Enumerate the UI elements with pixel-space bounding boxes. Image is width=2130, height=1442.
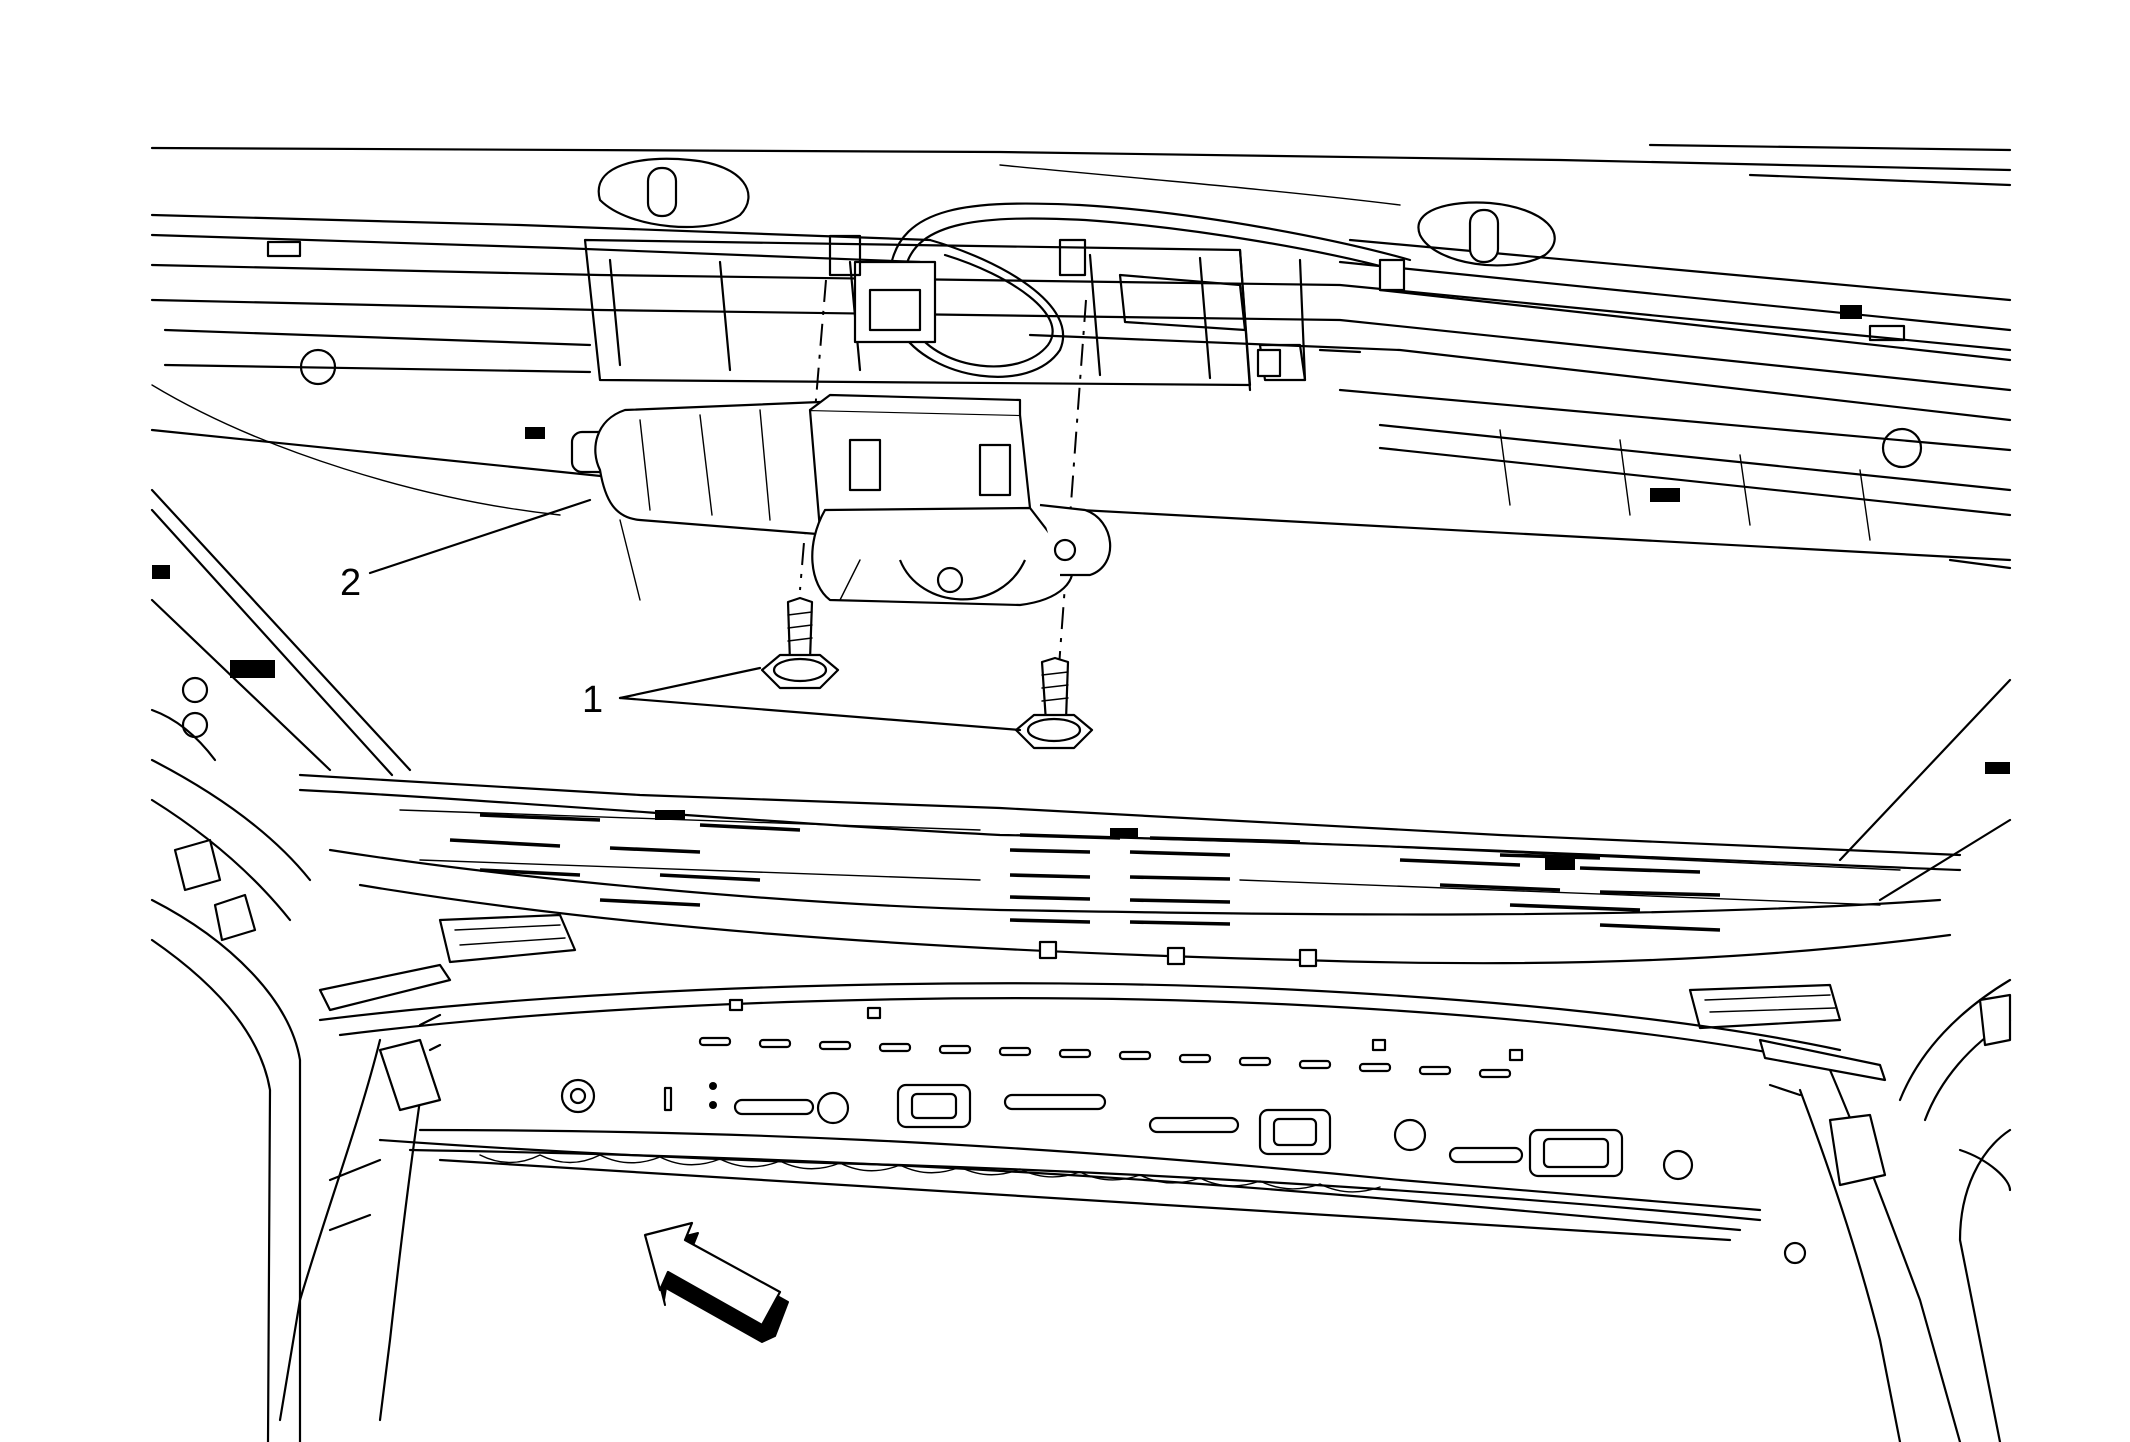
callout-label-2: 2 — [340, 562, 361, 604]
direction-arrow-icon — [643, 1221, 789, 1343]
rear-roof-header — [318, 982, 1842, 1242]
roof-panel — [150, 143, 2012, 902]
alignment-line — [799, 279, 827, 591]
callout-1: 1 — [582, 666, 1022, 732]
roof-bow-panel — [298, 773, 1962, 1030]
roof-dimple — [597, 157, 750, 229]
callout-2: 2 — [340, 498, 592, 604]
sunroof-front-rail — [150, 202, 2012, 541]
alignment-line — [1057, 299, 1087, 681]
bolt — [760, 596, 840, 690]
bolt — [1014, 656, 1094, 750]
roof-dimple — [1417, 201, 1556, 267]
left-pillar — [150, 676, 452, 1442]
sunroof-motor — [570, 393, 1112, 607]
right-pillar — [1758, 978, 2012, 1442]
callout-label-1: 1 — [582, 679, 603, 721]
